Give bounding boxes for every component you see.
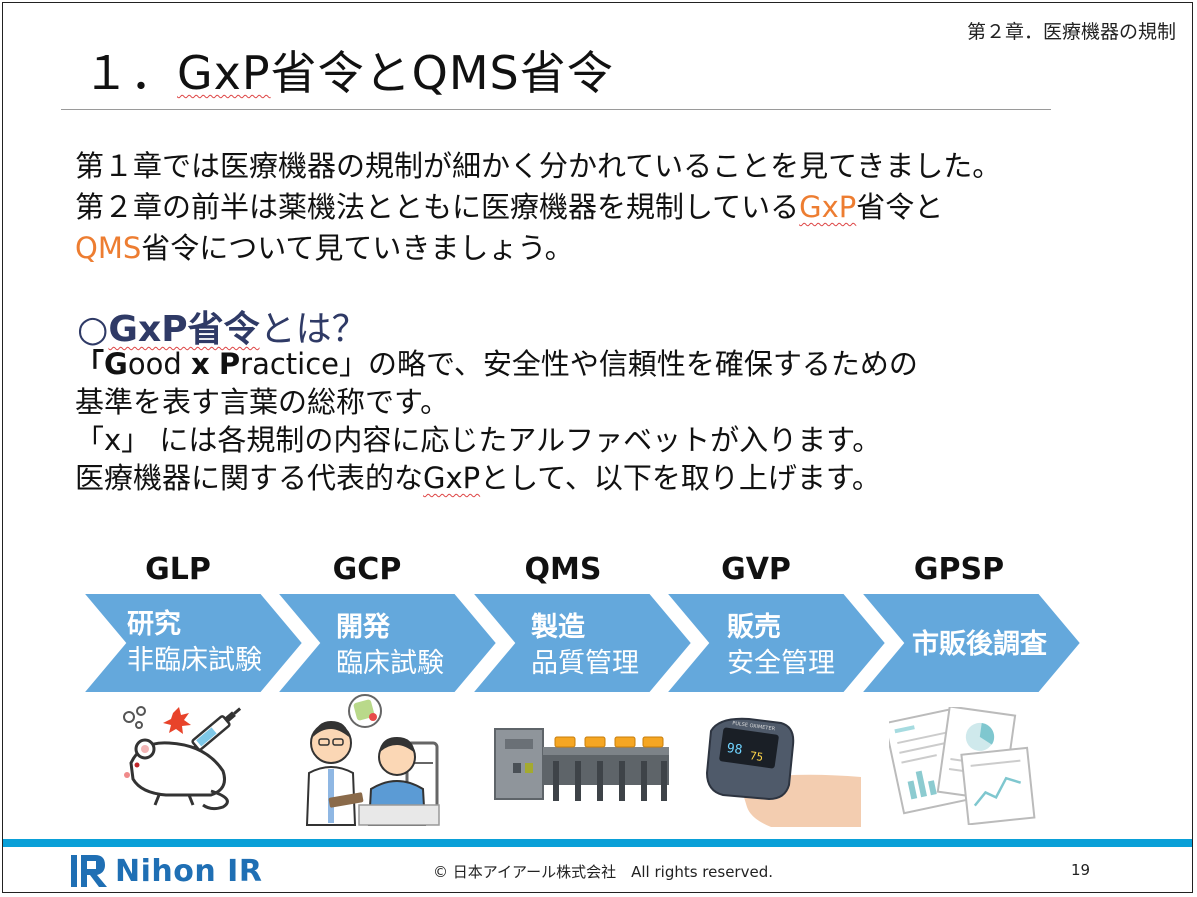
factory-conveyor-icon (494, 728, 669, 801)
def-line-4-post: として、以下を取り上げます。 (480, 461, 881, 495)
title-suffix: 省令 (519, 46, 614, 100)
arrow-text-glp: 研究 非臨床試験 (127, 607, 262, 679)
pulse-oximeter-icon: 98 75 PULSE OXIMETER (705, 717, 861, 827)
qms-line-2: 品質管理 (531, 648, 639, 679)
intro-gxp-highlight: GxP (799, 190, 857, 224)
def-line-3: 「x」 には各規制の内容に応じたアルファベットが入ります。 (75, 423, 882, 457)
page-number: 19 (1071, 861, 1091, 879)
def-line-1: 「Good x Practice」の略で、安全性や信頼性を確保するための (75, 345, 918, 383)
title-mid: 省令と (270, 46, 412, 100)
intro-line-2: 第２章の前半は薬機法とともに医療機器を規制しているGxP省令と (75, 187, 1001, 228)
stage-label-gcp: GCP (332, 552, 402, 587)
title-gxp: GxP (177, 46, 271, 100)
oximeter-pulse: 75 (749, 749, 764, 764)
intro-line-2-pre: 第２章の前半は薬機法とともに医療機器を規制している (75, 190, 800, 224)
intro-text: 第１章では医療機器の規制が細かく分かれていることを見てきました。 第２章の前半は… (75, 146, 1001, 269)
footer-band (3, 839, 1192, 847)
def-ractice: ractice (240, 347, 340, 381)
oximeter-spo2: 98 (726, 741, 744, 758)
logo-text: Nihon IR (115, 853, 263, 889)
intro-line-3-post: 省令について見ていきましょう。 (141, 231, 574, 265)
stage-label-gvp: GVP (721, 552, 791, 587)
copyright-text: © 日本アイアール株式会社 All rights reserved. (433, 863, 773, 881)
def-line-2: 基準を表す言葉の総称です。 (75, 385, 450, 419)
stage-label-glp: GLP (145, 552, 211, 587)
heading-bullet: ○ (77, 309, 109, 350)
gxp-heading: ○GxP省令とは？ (77, 300, 368, 352)
arrow-text-gpsp: 市販後調査 (912, 627, 1047, 663)
slide-title: １．GxP省令とQMS省令 (83, 37, 614, 103)
gpsp-line-1: 市販後調査 (912, 629, 1047, 660)
lab-mouse-syringe-icon (123, 706, 242, 811)
chapter-label: 第２章．医療機器の規制 (966, 21, 1176, 43)
def-letter-p: P (218, 347, 241, 381)
glp-line-2: 非臨床試験 (127, 645, 262, 676)
def-letter-g: G (104, 347, 128, 381)
title-divider (61, 109, 1051, 110)
def-space (210, 347, 219, 381)
arrow-text-qms: 製造 品質管理 (531, 610, 639, 682)
gcp-line-1: 開発 (336, 612, 390, 643)
glp-line-1: 研究 (127, 609, 181, 640)
qms-line-1: 製造 (531, 612, 585, 643)
arrow-text-gcp: 開発 臨床試験 (336, 610, 444, 682)
intro-line-3: QMS省令について見ていきましょう。 (75, 228, 1001, 269)
intro-qms-highlight: QMS (75, 231, 142, 265)
title-number: １． (83, 46, 177, 100)
arrow-text-gvp: 販売 安全管理 (727, 610, 835, 682)
def-open-bracket: 「 (75, 347, 105, 381)
heading-rest: とは？ (259, 309, 368, 350)
heading-bold: GxP省令 (108, 309, 260, 350)
stage-label-qms: QMS (524, 552, 602, 587)
stage-label-gpsp: GPSP (913, 552, 1005, 587)
def-line-1-rest: 」の略で、安全性や信頼性を確保するための (339, 347, 918, 381)
def-ood: ood (127, 347, 191, 381)
doctor-patient-icon (305, 694, 440, 826)
intro-line-1: 第１章では医療機器の規制が細かく分かれていることを見てきました。 (75, 149, 1002, 183)
title-qms: QMS (411, 46, 520, 100)
gxp-definition: 「Good x Practice」の略で、安全性や信頼性を確保するための 基準を… (75, 345, 918, 497)
gcp-line-2: 臨床試験 (336, 648, 444, 679)
gvp-line-2: 安全管理 (727, 648, 835, 679)
def-gxp: GxP (423, 461, 481, 495)
gvp-line-1: 販売 (727, 612, 781, 643)
def-line-4: 医療機器に関する代表的なGxPとして、以下を取り上げます。 (75, 459, 918, 497)
company-logo: Nihon IR (69, 853, 262, 889)
def-line-4-pre: 医療機器に関する代表的な (75, 461, 424, 495)
report-documents-icon (889, 707, 1036, 825)
nihon-ir-logo-icon (71, 855, 107, 887)
intro-line-2-post: 省令と (856, 190, 944, 224)
def-letter-x: x (190, 347, 210, 381)
